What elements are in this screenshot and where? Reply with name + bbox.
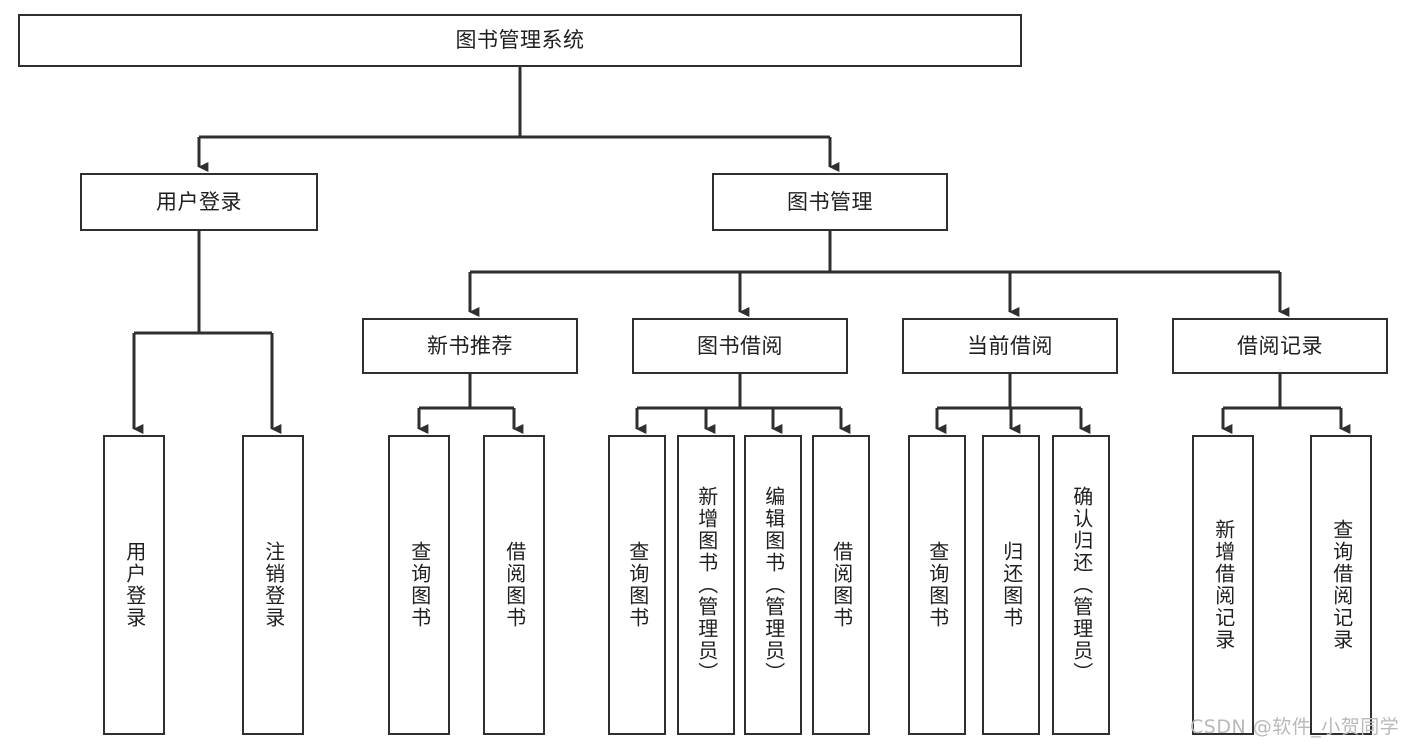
node-leaf-query-book-3-label: 查询图书 (925, 541, 950, 629)
node-root-label: 图书管理系统 (455, 28, 585, 53)
node-book-borrow-label: 图书借阅 (697, 333, 783, 358)
node-leaf-add-record[interactable]: 新增借阅记录 (1192, 435, 1254, 735)
node-leaf-logout-label: 注销登录 (261, 541, 286, 629)
node-borrow-record[interactable]: 借阅记录 (1172, 318, 1388, 374)
node-leaf-borrow-book-2-label: 借阅图书 (829, 541, 854, 629)
node-current-borrow-label: 当前借阅 (967, 333, 1053, 358)
node-leaf-query-book-1-label: 查询图书 (407, 541, 432, 629)
node-book-borrow[interactable]: 图书借阅 (632, 318, 848, 374)
node-user-login[interactable]: 用户登录 (80, 173, 318, 231)
node-leaf-query-book-3[interactable]: 查询图书 (908, 435, 966, 735)
node-user-login-label: 用户登录 (156, 189, 242, 214)
node-leaf-confirm-return[interactable]: 确认归还（管理员） (1052, 435, 1110, 735)
node-leaf-query-book-2-label: 查询图书 (625, 541, 650, 629)
node-leaf-add-book-label: 新增图书（管理员） (694, 486, 719, 684)
node-book-manage-label: 图书管理 (787, 189, 873, 214)
node-leaf-add-book[interactable]: 新增图书（管理员） (677, 435, 735, 735)
node-leaf-borrow-book-1-label: 借阅图书 (502, 541, 527, 629)
node-leaf-confirm-return-label: 确认归还（管理员） (1069, 486, 1094, 684)
node-leaf-query-book-2[interactable]: 查询图书 (608, 435, 666, 735)
node-leaf-return-book-label: 归还图书 (999, 541, 1024, 629)
node-leaf-logout[interactable]: 注销登录 (242, 435, 304, 735)
node-leaf-edit-book[interactable]: 编辑图书（管理员） (744, 435, 802, 735)
node-current-borrow[interactable]: 当前借阅 (902, 318, 1118, 374)
node-leaf-borrow-book-1[interactable]: 借阅图书 (483, 435, 545, 735)
node-root[interactable]: 图书管理系统 (18, 14, 1022, 67)
node-new-book-rec-label: 新书推荐 (427, 333, 513, 358)
node-leaf-query-record-label: 查询借阅记录 (1329, 519, 1354, 651)
node-leaf-query-book-1[interactable]: 查询图书 (388, 435, 450, 735)
node-leaf-user-login-label: 用户登录 (122, 541, 147, 629)
node-leaf-add-record-label: 新增借阅记录 (1211, 519, 1236, 651)
node-leaf-return-book[interactable]: 归还图书 (982, 435, 1040, 735)
node-borrow-record-label: 借阅记录 (1237, 333, 1323, 358)
node-leaf-query-record[interactable]: 查询借阅记录 (1310, 435, 1372, 735)
node-book-manage[interactable]: 图书管理 (712, 173, 948, 231)
node-leaf-edit-book-label: 编辑图书（管理员） (761, 486, 786, 684)
node-leaf-user-login[interactable]: 用户登录 (103, 435, 165, 735)
node-leaf-borrow-book-2[interactable]: 借阅图书 (812, 435, 870, 735)
node-new-book-rec[interactable]: 新书推荐 (362, 318, 578, 374)
